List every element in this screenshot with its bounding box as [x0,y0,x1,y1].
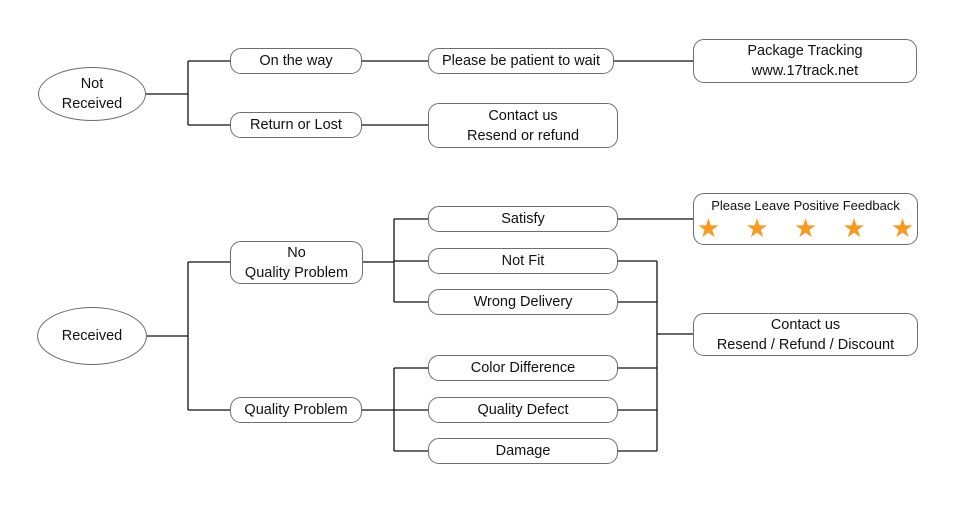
node-label: Wrong Delivery [473,294,573,310]
node-wrong-delivery: Wrong Delivery [428,289,618,315]
node-label: Resend or refund [466,127,580,144]
node-label: Quality Problem [244,264,349,281]
node-contact-not-received: Contact us Resend or refund [428,103,618,148]
node-label: Contact us [488,107,558,124]
node-label: Quality Defect [477,402,569,418]
node-label: Received [61,328,123,344]
node-label: Quality Problem [244,402,348,418]
node-label: Contact us [770,316,841,333]
node-damage: Damage [428,438,618,464]
five-star-rating-icon: ★ ★ ★ ★ ★ [696,212,924,243]
node-received: Received [37,307,147,365]
node-label: No [287,244,306,261]
node-package-tracking: Package Tracking www.17track.net [693,39,917,83]
node-return-or-lost: Return or Lost [230,112,362,138]
node-label: Received [61,96,123,112]
node-no-quality-problem: No Quality Problem [230,241,363,284]
node-please-wait: Please be patient to wait [428,48,614,74]
node-color-difference: Color Difference [428,355,618,381]
node-quality-defect: Quality Defect [428,397,618,423]
node-label: Satisfy [501,211,545,227]
node-label: Please be patient to wait [442,53,600,69]
node-contact-received: Contact us Resend / Refund / Discount [693,313,918,356]
node-satisfy: Satisfy [428,206,618,232]
node-not-received: Not Received [38,67,146,121]
node-label: Damage [495,443,551,459]
node-label: Not [80,76,104,92]
node-label: Not Fit [501,253,545,269]
tracking-url: www.17track.net [751,63,859,79]
node-positive-feedback: Please Leave Positive Feedback ★ ★ ★ ★ ★ [693,193,918,245]
node-label: Return or Lost [250,117,342,133]
node-quality-problem: Quality Problem [230,397,362,423]
node-not-fit: Not Fit [428,248,618,274]
node-label: Package Tracking [747,43,863,59]
node-label: Resend / Refund / Discount [716,336,895,353]
node-label: Color Difference [470,360,576,376]
node-on-the-way: On the way [230,48,362,74]
node-label: On the way [259,53,333,69]
feedback-label: Please Leave Positive Feedback [711,197,900,213]
